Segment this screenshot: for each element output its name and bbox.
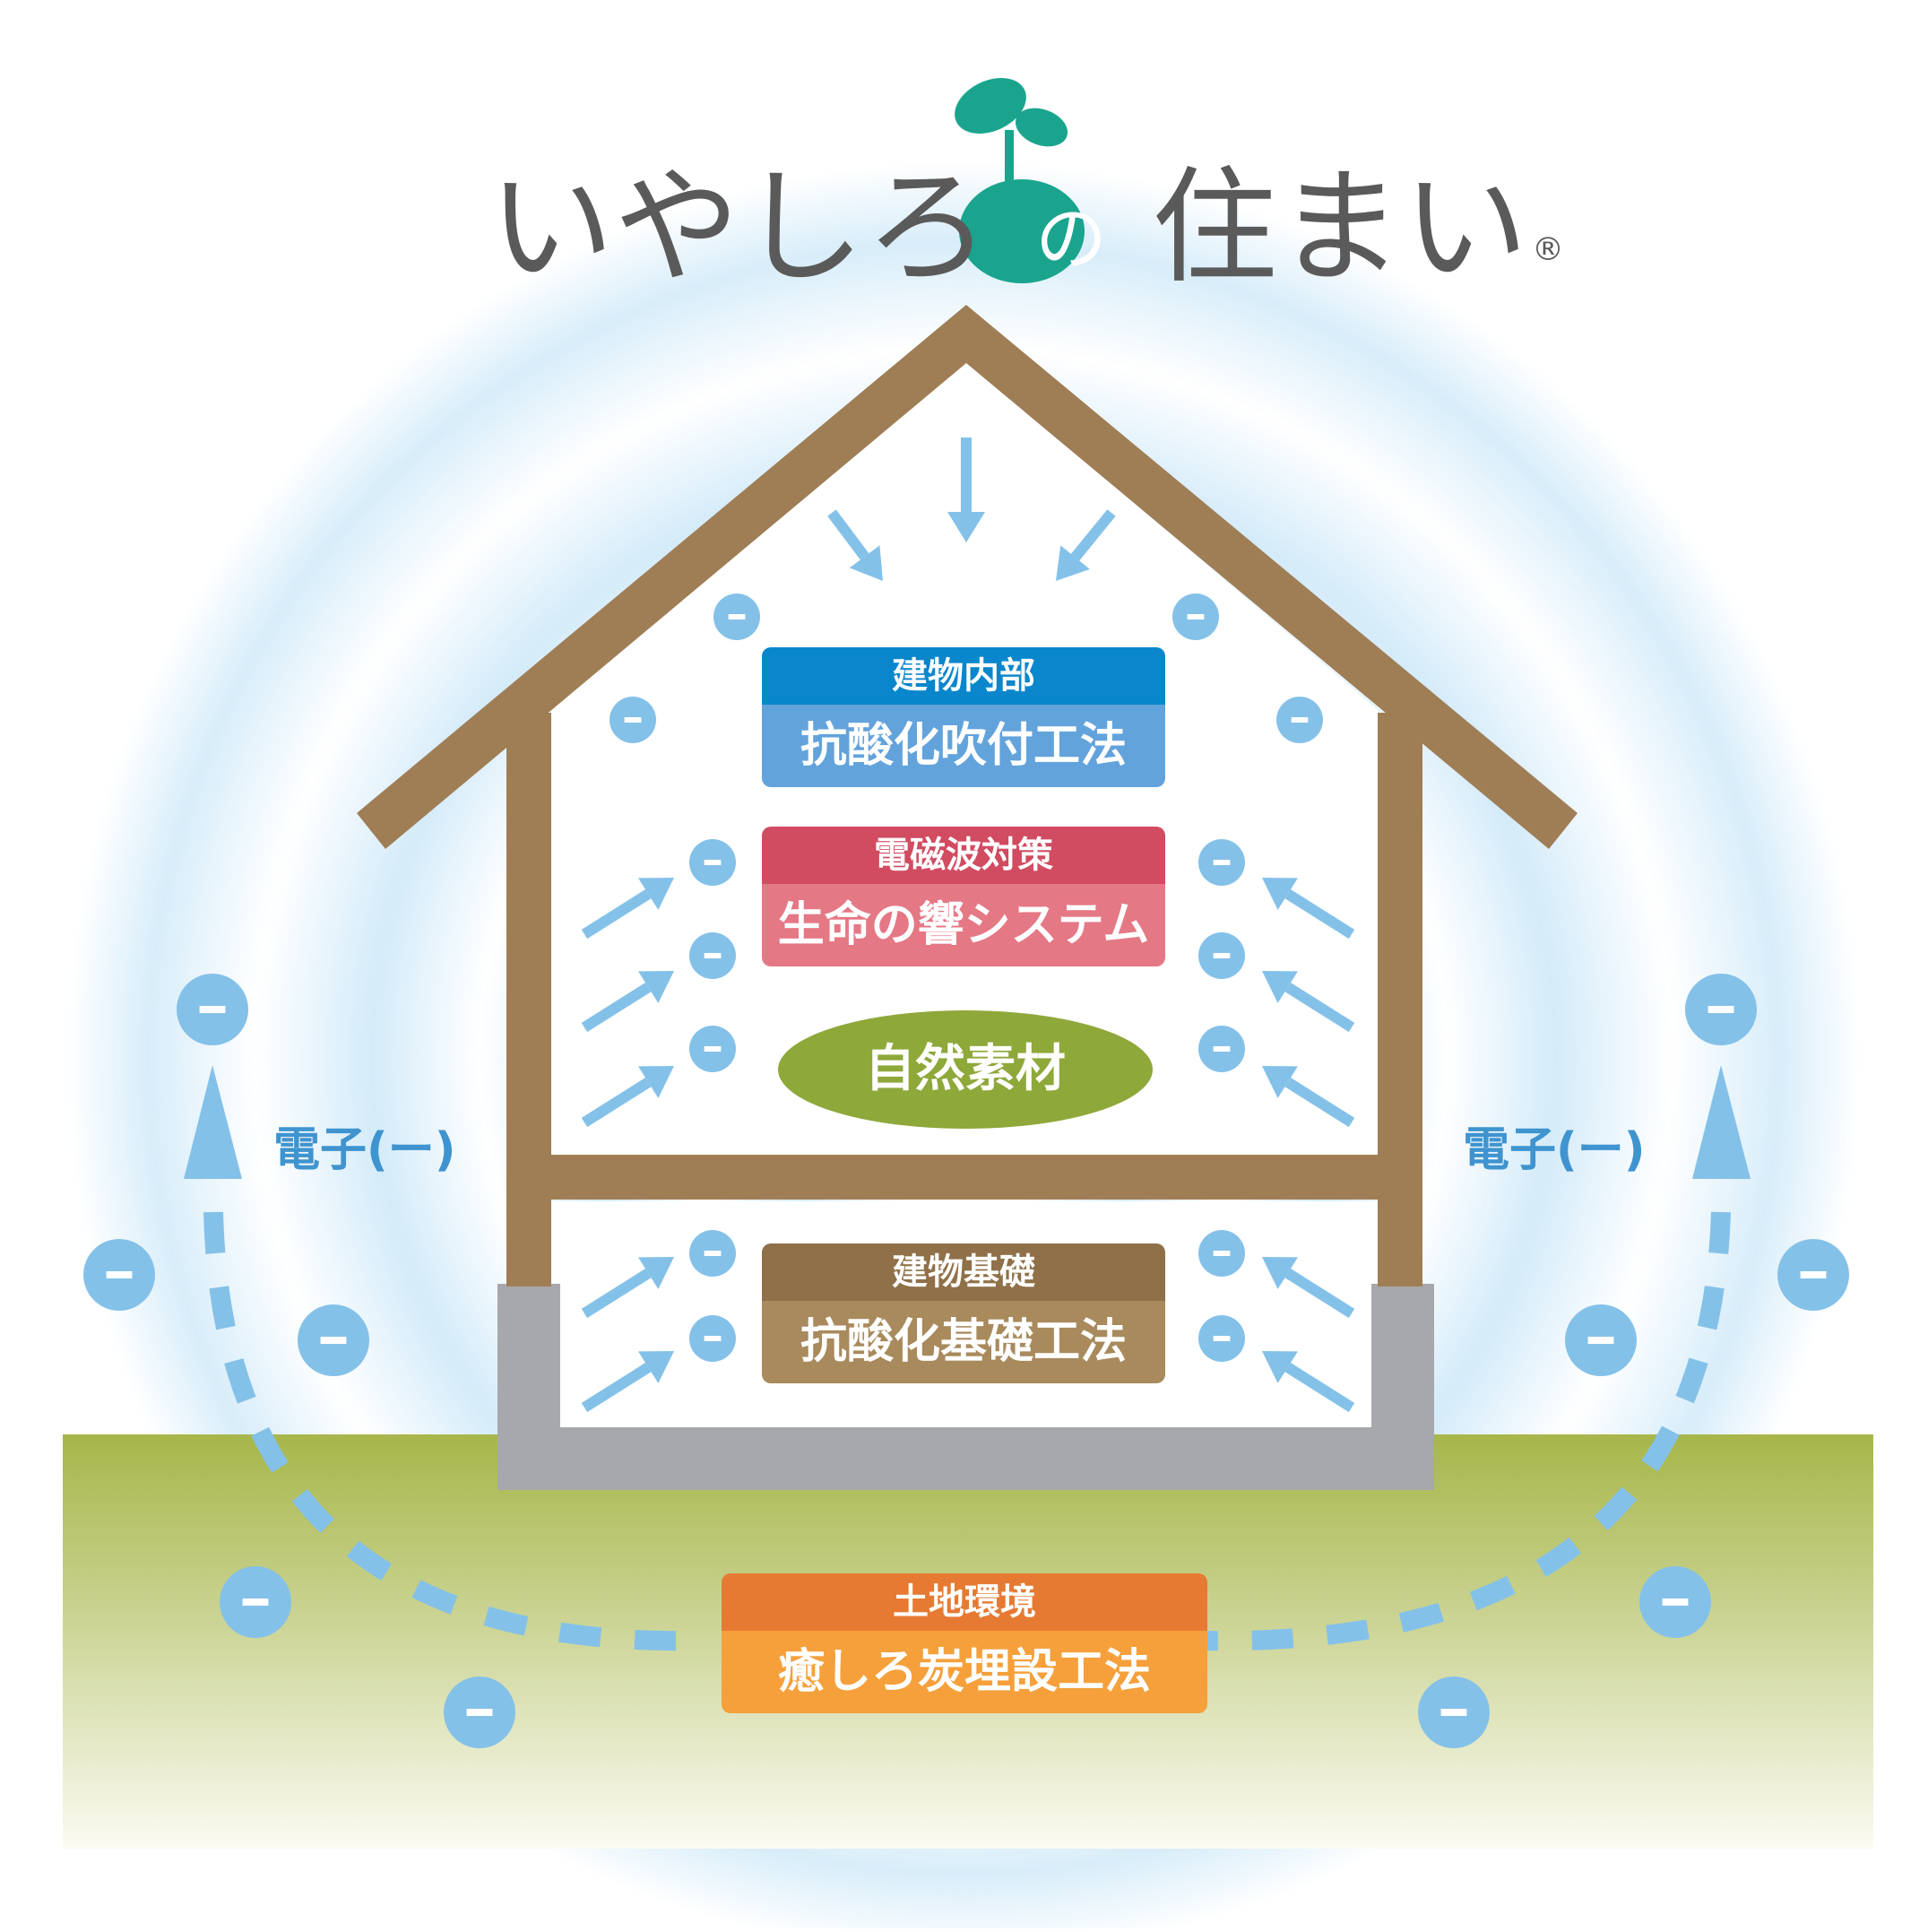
inflow-arrow-icon (1262, 1257, 1355, 1319)
up-arrow-left (184, 1065, 242, 1179)
foundation-box: 建物基礎 抗酸化基礎工法 (762, 1243, 1165, 1383)
emf-box: 電磁波対策 生命の響システム (762, 827, 1165, 966)
electron-icon (1685, 974, 1757, 1045)
electron-icon (689, 1230, 736, 1277)
land-box-header: 土地環境 (722, 1573, 1207, 1631)
land-box-body: 癒しろ炭埋設工法 (722, 1631, 1207, 1713)
electron-icon (1198, 1315, 1245, 1362)
inflow-arrow-icon (947, 438, 985, 542)
logo-sprout-char: の (1035, 197, 1108, 281)
electron-icon (177, 974, 248, 1045)
electron-icon (713, 593, 760, 640)
inflow-arrow-icon (1262, 971, 1355, 1033)
inflow-arrow-icon (1262, 1066, 1355, 1128)
house-frame (357, 305, 1578, 1287)
electron-icon (1198, 1026, 1245, 1072)
logo-registered-mark: ® (1532, 231, 1565, 268)
inflow-arrow-icon (1056, 509, 1116, 581)
electron-icon (220, 1566, 291, 1638)
electron-icon (1276, 697, 1323, 743)
interior-box-body: 抗酸化吹付工法 (762, 705, 1165, 787)
electron-icon (689, 1315, 736, 1362)
electron-icon (83, 1239, 155, 1311)
inflow-arrow-icon (581, 1257, 674, 1319)
electron-icon (1639, 1566, 1711, 1638)
sprout-icon (955, 78, 1085, 283)
emf-box-body: 生命の響システム (762, 884, 1165, 966)
electron-icon (1172, 593, 1219, 640)
inflow-arrow-icon (827, 509, 883, 581)
electron-icon (1198, 839, 1245, 886)
logo: いやしろの住まい® (488, 152, 1564, 305)
electron-icon (610, 697, 656, 743)
electron-icon (1418, 1676, 1490, 1748)
inflow-arrow-icon (581, 971, 674, 1033)
electron-label-right: 電子(ー) (1463, 1123, 1646, 1177)
electron-label-left: 電子(ー) (273, 1123, 456, 1177)
arrows-layer (581, 438, 1355, 1413)
electron-icon (298, 1304, 369, 1376)
interior-box: 建物内部 抗酸化吹付工法 (762, 647, 1165, 787)
inflow-arrow-icon (581, 1066, 674, 1128)
logo-suffix: 住まい (1152, 155, 1529, 301)
electron-flow-left-arc (203, 1211, 700, 1651)
inflow-arrow-icon (581, 878, 674, 940)
interior-box-header: 建物内部 (762, 647, 1165, 705)
electron-icon (1198, 1230, 1245, 1277)
electron-icon (1565, 1304, 1637, 1376)
electron-icon (1777, 1239, 1849, 1311)
land-box: 土地環境 癒しろ炭埋設工法 (722, 1573, 1207, 1713)
foundation (497, 1284, 1434, 1490)
electron-icon (689, 932, 736, 979)
foundation-box-body: 抗酸化基礎工法 (762, 1301, 1165, 1383)
inflow-arrow-icon (1262, 1351, 1355, 1413)
logo-prefix: いやしろ (488, 155, 991, 301)
electron-icon (444, 1676, 515, 1748)
electron-icon (689, 839, 736, 886)
electrons-layer (83, 593, 1849, 1748)
inflow-arrow-icon (581, 1351, 674, 1413)
inflow-arrow-icon (1262, 878, 1355, 940)
electron-icon (1198, 932, 1245, 979)
natural-material-oval: 自然素材 (778, 1010, 1153, 1129)
emf-box-header: 電磁波対策 (762, 827, 1165, 884)
electron-flow-right-arc (1200, 1211, 1731, 1651)
electron-icon (689, 1026, 736, 1072)
up-arrow-right (1692, 1065, 1751, 1179)
foundation-box-header: 建物基礎 (762, 1243, 1165, 1301)
